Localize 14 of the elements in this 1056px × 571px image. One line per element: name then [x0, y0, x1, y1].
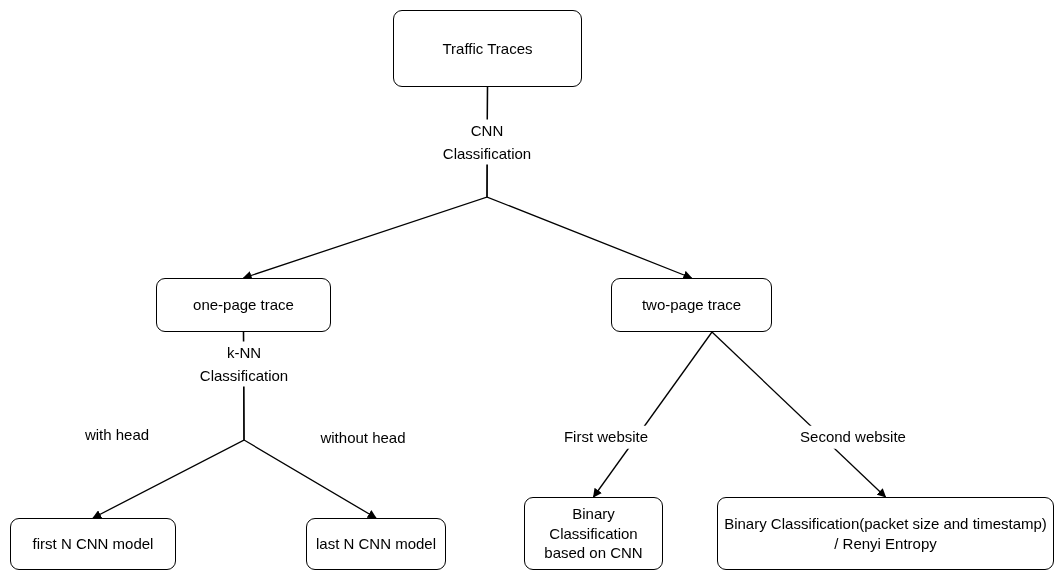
- process-box: [611, 278, 772, 332]
- process-box: [306, 518, 446, 570]
- node-label: Traffic Traces: [442, 38, 533, 59]
- process-box: [524, 497, 663, 570]
- process-box: [10, 518, 176, 570]
- node-label: first N CNN model: [32, 534, 154, 554]
- node-label: two-page trace: [641, 295, 742, 315]
- process-box: [717, 497, 1054, 570]
- node-label: Binary Classification(packet size and timestamp) / Renyi Entropy: [723, 514, 1048, 553]
- node-label: Binary Classification based on CNN: [543, 504, 644, 563]
- process-box: [393, 10, 582, 87]
- node-label: last N CNN model: [316, 534, 436, 554]
- process-box: [156, 278, 331, 332]
- node-label: one-page trace: [193, 295, 294, 315]
